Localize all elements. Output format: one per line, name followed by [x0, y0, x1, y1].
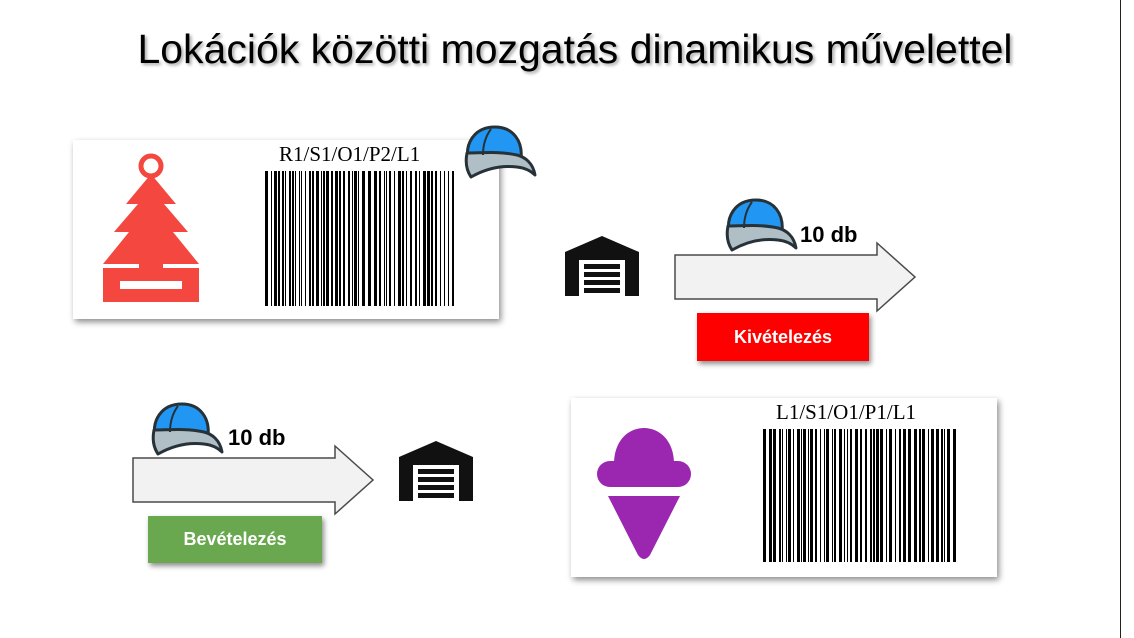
receipt-quantity: 10 db — [228, 425, 286, 450]
cap-icon — [464, 125, 537, 179]
receipt-arrow — [132, 444, 375, 516]
source-barcode — [265, 171, 454, 306]
tree-air-freshener-icon — [103, 153, 199, 302]
destination-barcode — [763, 429, 956, 562]
destination-location-code: L1/S1/O1/P1/L1 — [776, 400, 917, 424]
cap-icon — [151, 402, 224, 456]
source-location-card: R1/S1/O1/P2/L1 — [73, 140, 499, 319]
page-title: Lokációk közötti mozgatás dinamikus műve… — [137, 26, 1013, 72]
destination-location-card: L1/S1/O1/P1/L1 — [571, 398, 997, 577]
receipt-badge: Bevételezés — [148, 516, 322, 563]
ice-cream-icon — [597, 428, 691, 559]
cap-icon — [725, 198, 798, 252]
withdrawal-quantity: 10 db — [800, 222, 858, 247]
warehouse-icon — [565, 236, 639, 296]
slide-edge — [1120, 0, 1121, 638]
withdrawal-arrow — [674, 241, 917, 313]
warehouse-icon — [399, 441, 473, 501]
withdrawal-badge: Kivételezés — [697, 313, 869, 361]
source-location-code: R1/S1/O1/P2/L1 — [279, 142, 421, 166]
